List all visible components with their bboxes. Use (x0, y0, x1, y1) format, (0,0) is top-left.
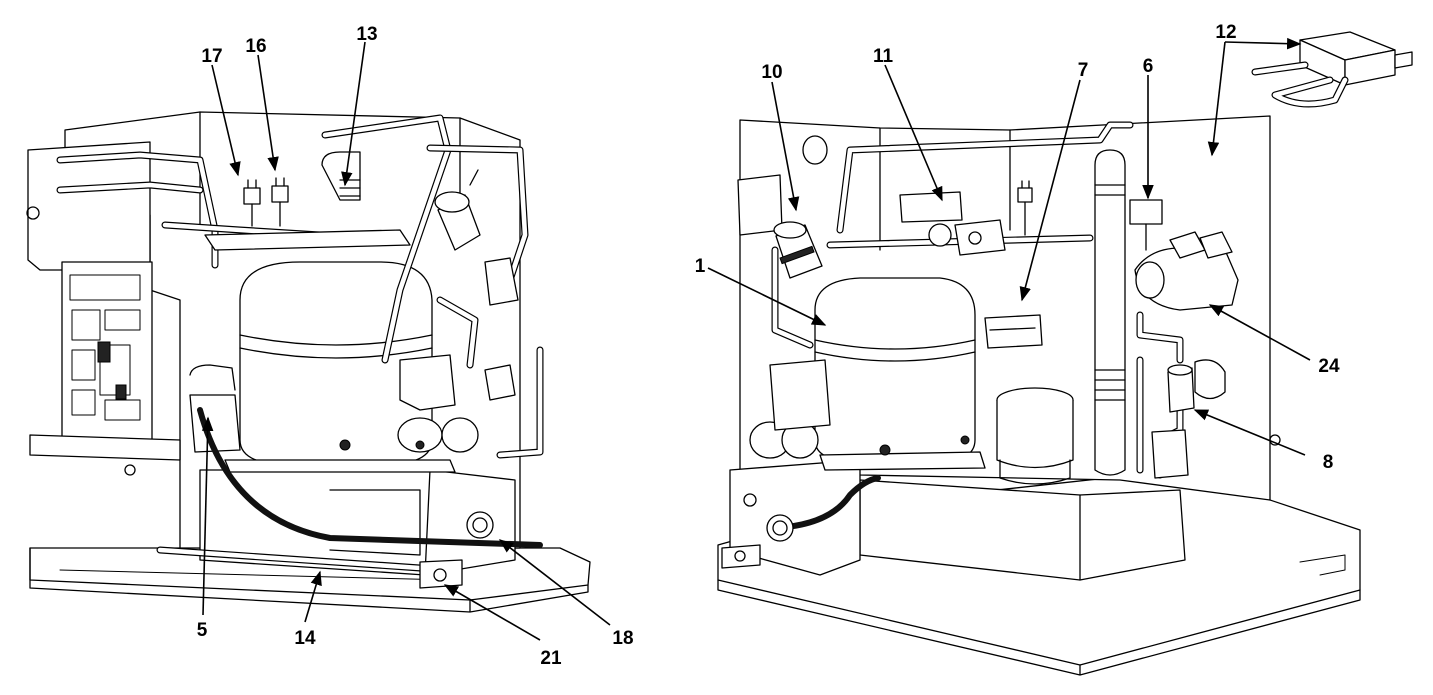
callout-14: 14 (294, 628, 316, 649)
left-capacitor (399, 354, 456, 411)
callout-10: 10 (761, 62, 782, 83)
clamp-21 (419, 559, 463, 589)
leader-14 (304, 570, 322, 623)
leader-17 (211, 64, 241, 177)
filter-drier-10 (773, 221, 823, 279)
left-compressor (224, 261, 479, 473)
bracket-7 (984, 314, 1043, 349)
callout-12: 12 (1215, 22, 1236, 43)
callout-7: 7 (1078, 60, 1089, 81)
leader-24 (1208, 304, 1311, 361)
callout-11: 11 (873, 46, 894, 67)
leader-lines (201, 37, 1311, 641)
right-view (717, 31, 1413, 676)
callout-6: 6 (1143, 56, 1154, 77)
right-cord-fitting (766, 514, 794, 542)
leader-11 (884, 64, 943, 202)
callout-5: 5 (197, 620, 208, 641)
callout-16: 16 (245, 36, 266, 57)
right-pressure-switch (1017, 180, 1033, 236)
left-view (26, 111, 591, 613)
right-capacitor (769, 359, 831, 431)
expansion-valve-8 (1151, 364, 1195, 479)
leader-7 (1019, 79, 1081, 302)
leader-10 (771, 81, 800, 212)
control-board (61, 261, 153, 441)
fitting-18 (466, 511, 494, 539)
callout-labels: 17 16 13 5 14 21 18 10 11 7 6 12 1 24 8 (197, 22, 1340, 669)
drain-tube-14 (156, 546, 424, 572)
pressure-switch-16 (271, 177, 289, 227)
callout-1: 1 (695, 256, 706, 277)
top-bracket (204, 229, 411, 251)
leader-1 (707, 267, 827, 326)
leader-18 (498, 539, 611, 626)
pressure-switch-17 (243, 179, 261, 227)
callout-18: 18 (612, 628, 633, 649)
left-side-bracket (29, 434, 181, 461)
right-clamp (721, 544, 761, 569)
vertical-accumulator (1094, 149, 1126, 476)
valve-assembly-11 (899, 191, 1006, 256)
callout-17: 17 (201, 46, 222, 67)
leader-21 (443, 584, 541, 641)
leader-8 (1193, 409, 1306, 456)
callout-21: 21 (540, 648, 562, 669)
leader-13 (341, 41, 366, 187)
callout-24: 24 (1318, 356, 1340, 377)
callout-13: 13 (356, 24, 377, 45)
left-valve (484, 364, 516, 401)
filter-drier-left (434, 169, 481, 251)
left-small-housing (484, 257, 519, 306)
right-power-cord (772, 475, 881, 531)
right-compressor (749, 277, 986, 471)
pump-motor (996, 387, 1074, 485)
leader-5 (201, 416, 214, 616)
power-cord (197, 407, 543, 548)
leader-12-inset (1224, 37, 1302, 50)
leader-12 (1207, 41, 1226, 157)
water-pump-24 (1134, 231, 1239, 311)
inset-part-12 (1251, 31, 1413, 108)
solenoid-6 (1129, 199, 1163, 251)
callout-8: 8 (1323, 452, 1334, 473)
leader-16 (257, 54, 279, 172)
